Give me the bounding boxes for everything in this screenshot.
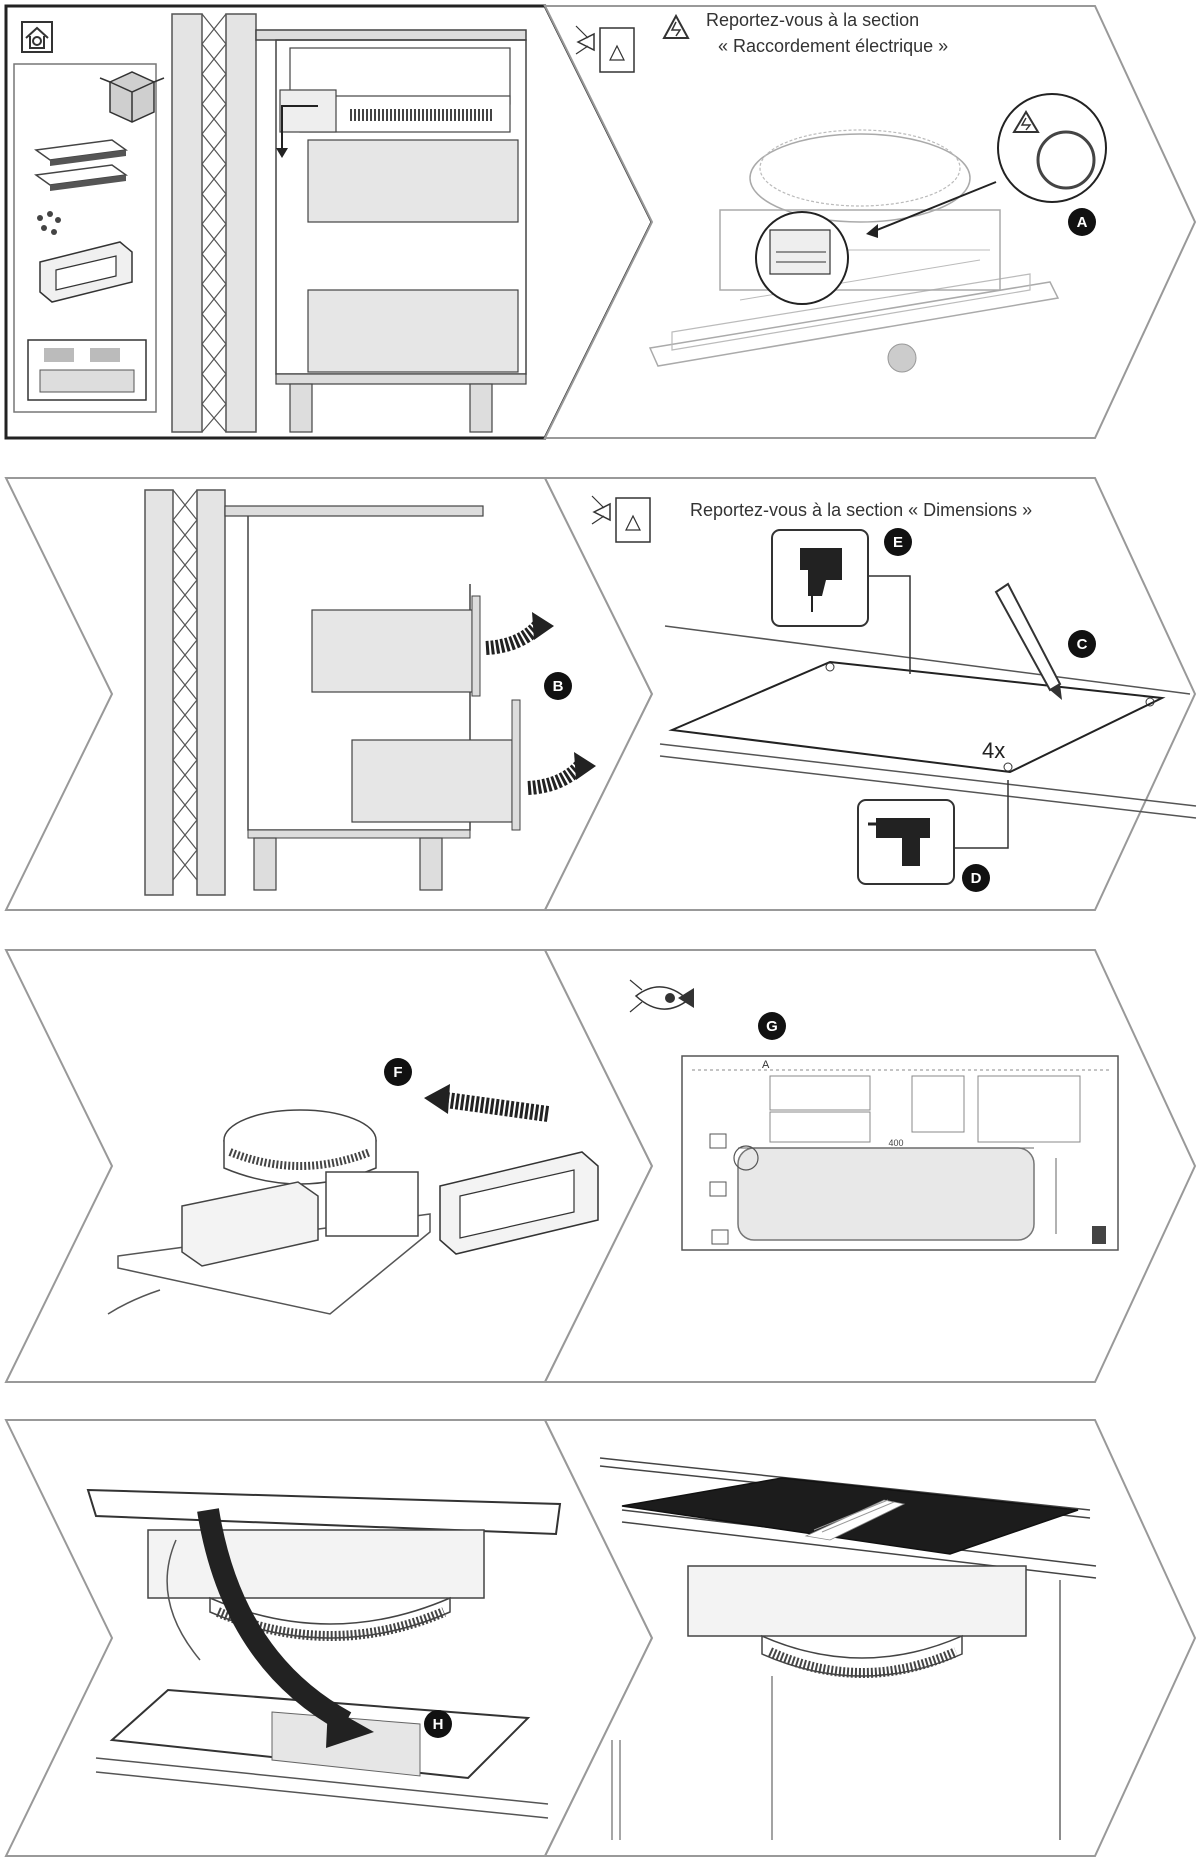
- svg-text:E: E: [893, 534, 903, 551]
- svg-text:F: F: [393, 1064, 402, 1081]
- callout-b: B: [544, 672, 572, 700]
- callout-h: H: [424, 1710, 452, 1738]
- connection-zoom-circle: [755, 211, 849, 305]
- step-6-panel-template: G A 400: [543, 949, 1197, 1383]
- svg-text:G: G: [766, 1018, 778, 1035]
- svg-text:H: H: [433, 1716, 444, 1733]
- jigsaw-pointer-line: [868, 575, 911, 674]
- pull-out-arrow-top: [485, 612, 554, 655]
- svg-text:D: D: [971, 870, 982, 887]
- template-corner-mark: A: [762, 1059, 770, 1071]
- insert-down-arrow: [197, 1508, 374, 1748]
- step-4-panel-cutout: Reportez-vous à la section « Dimensions …: [543, 477, 1197, 911]
- step-5-panel-fit-adapter: F: [4, 949, 654, 1383]
- callout-c: C: [1068, 630, 1096, 658]
- package-contents-box: [13, 63, 165, 413]
- hood-motor-assembly: [107, 1109, 431, 1315]
- installation-template-sheet: A 400: [681, 1055, 1119, 1251]
- step-8-panel-installed: [543, 1419, 1197, 1857]
- worktop-surface: [659, 625, 1197, 819]
- wall-section-2: [144, 489, 226, 896]
- read-manual-icon: [575, 25, 635, 73]
- step-3-panel-remove-drawers: B: [4, 477, 654, 911]
- svg-text:A: A: [1077, 214, 1088, 231]
- look-eye-icon: [629, 979, 694, 1013]
- wall-section: [171, 13, 257, 433]
- step-2-panel-electrical: Reportez-vous à la section « Raccordemen…: [543, 5, 1197, 439]
- hood-unit-line-drawing: [648, 129, 1060, 373]
- pull-out-arrow-bottom: [527, 752, 596, 795]
- cabinet-open: [224, 505, 521, 891]
- callout-g: G: [758, 1012, 786, 1040]
- pointer-arrow-line: [871, 181, 997, 233]
- template-sheet-thumbnail: [27, 339, 147, 401]
- callout-a: A: [1068, 208, 1096, 236]
- pointer-arrowhead: [866, 224, 878, 238]
- label-detail-circle: [997, 93, 1107, 203]
- warning-triangle-icon: [662, 13, 690, 39]
- drill-pointer-line: [954, 780, 1009, 849]
- electrical-note-line-2: « Raccordement électrique »: [718, 36, 948, 56]
- jigsaw-tool-box: [771, 529, 869, 627]
- duct-adapter-piece: [439, 1151, 599, 1255]
- electrical-note-line-1: Reportez-vous à la section: [706, 10, 919, 30]
- hole-count-label: 4x: [982, 738, 1005, 763]
- slide-in-arrow: [424, 1084, 550, 1122]
- grease-filter-pair: [34, 139, 128, 191]
- kitchen-cabinet: [255, 29, 527, 433]
- drill-tool-box: [857, 799, 955, 885]
- template-width-label: 400: [888, 1138, 903, 1148]
- induction-hob-glass: [621, 1477, 1079, 1555]
- screws-set: [37, 211, 61, 235]
- home-installer-icon: [21, 21, 53, 53]
- duct-adapter-part: [39, 241, 133, 303]
- pencil-tool: [994, 582, 1062, 700]
- dimensions-note: Reportez-vous à la section « Dimensions …: [690, 500, 1032, 520]
- callout-d: D: [962, 864, 990, 892]
- worktop-with-cutout: [95, 1688, 549, 1819]
- step-1-panel-cabinet: [4, 4, 654, 440]
- callout-e: E: [884, 528, 912, 556]
- read-manual-icon-2: [591, 495, 651, 543]
- hood-motor-under-worktop: [687, 1565, 1027, 1840]
- svg-text:C: C: [1077, 636, 1088, 653]
- step-7-panel-insert-hood: H: [4, 1419, 654, 1857]
- package-open-icon: [99, 71, 165, 123]
- callout-f: F: [384, 1058, 412, 1086]
- svg-text:B: B: [553, 678, 564, 695]
